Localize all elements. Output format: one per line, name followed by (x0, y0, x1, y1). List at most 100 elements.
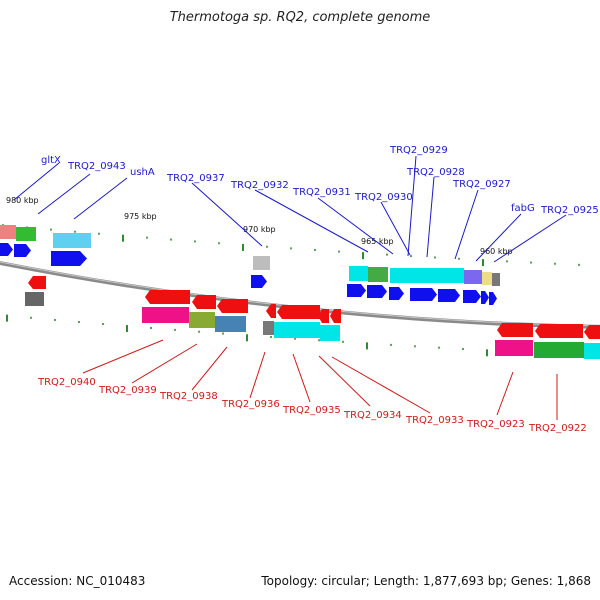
gene-arrow-forward (410, 288, 437, 301)
reverse-genes (28, 276, 600, 339)
cog-box (16, 227, 36, 241)
leader-line (292, 353, 311, 403)
gene-arrow-reverse (145, 290, 190, 304)
leader-line (249, 351, 266, 399)
leader-line (475, 213, 522, 262)
forward-genes (0, 243, 497, 305)
top-gene-labels: gltX TRQ2_0943 ushA TRQ2_0937 TRQ2_0932 … (41, 145, 599, 216)
leader-line (331, 356, 431, 414)
gene-label-TRQ2_0932: TRQ2_0932 (230, 180, 289, 191)
bottom-leader-lines (82, 339, 558, 420)
cog-box (274, 322, 320, 338)
leader-line (426, 176, 435, 258)
gene-label-TRQ2_0930: TRQ2_0930 (354, 192, 413, 203)
bottom-gene-labels: TRQ2_0940 TRQ2_0939 TRQ2_0938 TRQ2_0936 … (37, 377, 587, 434)
gene-label-TRQ2_0943: TRQ2_0943 (67, 161, 126, 172)
gene-arrow-reverse (584, 325, 600, 339)
leader-line (13, 162, 60, 201)
leader-line (317, 197, 394, 255)
gene-arrow-reverse (330, 309, 341, 323)
cog-box (534, 342, 584, 358)
leader-line (82, 339, 164, 374)
gene-label-TRQ2_0923: TRQ2_0923 (466, 419, 525, 430)
cog-box (349, 266, 368, 281)
cog-box (53, 233, 91, 248)
gene-label-TRQ2_0927: TRQ2_0927 (452, 179, 511, 190)
gene-label-TRQ2_0940: TRQ2_0940 (37, 377, 96, 388)
gene-arrow-reverse (217, 299, 248, 313)
cog-box (0, 225, 16, 239)
leader-line (254, 189, 369, 253)
gene-arrow-reverse (318, 309, 329, 323)
accession-text: Accession: NC_010483 (9, 574, 146, 588)
gene-label-TRQ2_0935: TRQ2_0935 (282, 405, 341, 416)
scale-label-965: 965 kbp (361, 237, 394, 246)
gene-arrow-forward (489, 292, 497, 305)
leader-line (73, 177, 128, 220)
gene-arrow-forward (367, 285, 387, 298)
leader-line (407, 155, 417, 257)
scale-label-970: 970 kbp (243, 225, 276, 234)
gene-label-ushA: ushA (130, 167, 155, 178)
gene-label-TRQ2_0922: TRQ2_0922 (528, 423, 587, 434)
leader-line (380, 201, 411, 256)
leader-line (454, 189, 479, 260)
gene-arrow-reverse (277, 305, 320, 319)
leader-line (496, 371, 514, 416)
gene-arrow-forward (14, 244, 31, 257)
cog-box (464, 270, 482, 284)
genome-info-text: Topology: circular; Length: 1,877,693 bp… (261, 574, 591, 588)
gene-arrow-forward (438, 289, 460, 302)
gene-arrow-reverse (28, 276, 46, 289)
leader-line (318, 355, 371, 407)
cog-box (142, 307, 189, 323)
leader-line (37, 173, 91, 215)
gene-label-TRQ2_0929: TRQ2_0929 (389, 145, 448, 156)
leader-line (191, 346, 228, 391)
cog-track-bottom (25, 292, 600, 359)
map-title: Thermotoga sp. RQ2, complete genome (169, 10, 431, 25)
cog-box (492, 273, 500, 286)
gene-label-TRQ2_0931: TRQ2_0931 (292, 187, 351, 198)
gene-label-TRQ2_0937: TRQ2_0937 (166, 173, 225, 184)
leader-line (493, 214, 567, 263)
cog-track-top (0, 225, 500, 286)
gene-arrow-forward (0, 243, 13, 256)
gene-arrow-reverse (266, 304, 276, 318)
cog-box (189, 312, 215, 328)
scale-label-980: 980 kbp (6, 196, 39, 205)
gene-arrow-reverse (192, 295, 216, 309)
cog-box (215, 316, 246, 332)
scale-label-960: 960 kbp (480, 247, 513, 256)
cog-box (320, 325, 340, 341)
cog-box (25, 292, 44, 306)
gene-label-TRQ2_0939: TRQ2_0939 (98, 385, 157, 396)
gene-arrow-reverse (535, 324, 583, 338)
gene-label-TRQ2_0934: TRQ2_0934 (343, 410, 402, 421)
gene-label-gltX: gltX (41, 155, 61, 166)
top-leader-lines (13, 155, 567, 263)
cog-box (495, 340, 533, 356)
cog-box (368, 267, 388, 282)
cog-box (482, 272, 492, 285)
gene-arrow-forward (251, 275, 267, 288)
gene-label-TRQ2_0933: TRQ2_0933 (405, 415, 464, 426)
gene-label-TRQ2_0925: TRQ2_0925 (540, 205, 599, 216)
gene-arrow-forward (463, 290, 481, 303)
leader-line (131, 343, 198, 384)
leader-line (191, 182, 263, 247)
gene-arrow-forward (51, 251, 87, 266)
gene-arrow-forward (347, 284, 366, 297)
scale-labels: 980 kbp 975 kbp 970 kbp 965 kbp 960 kbp (6, 196, 513, 256)
gene-label-TRQ2_0936: TRQ2_0936 (221, 399, 280, 410)
scale-label-975: 975 kbp (124, 212, 157, 221)
scale-ticks (2, 224, 584, 357)
gene-arrow-reverse (497, 323, 533, 337)
gene-label-TRQ2_0938: TRQ2_0938 (159, 391, 218, 402)
gene-arrow-forward (389, 287, 404, 300)
cog-box (390, 268, 464, 283)
gene-label-TRQ2_0928: TRQ2_0928 (406, 167, 465, 178)
cog-box (584, 343, 600, 359)
gene-arrow-forward (481, 291, 489, 304)
